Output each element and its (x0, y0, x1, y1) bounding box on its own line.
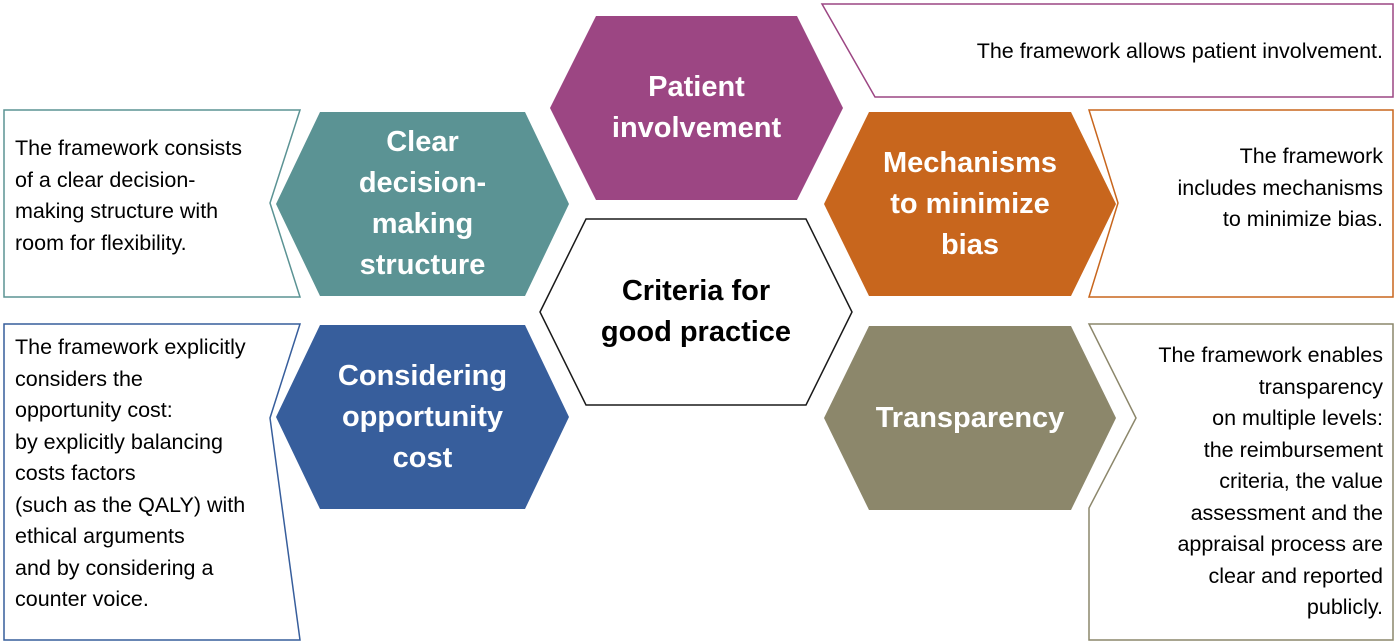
transparency-description: The framework enables transparency on mu… (1158, 343, 1383, 619)
patient-description-box (820, 3, 1394, 98)
opportunity-hexagon (276, 325, 569, 509)
clear-label: Clear decision- making structure (358, 126, 487, 281)
mechanisms-label: Mechanisms to minimize bias (882, 146, 1058, 261)
mechanisms-description-box (1087, 109, 1394, 298)
clear-description-box (3, 109, 302, 298)
mechanisms-hexagon (824, 112, 1116, 296)
opportunity-description-box (3, 323, 302, 641)
patient-label: Patient involvement (611, 71, 782, 144)
transparency-hexagon (824, 326, 1116, 510)
patient-description: The framework allows patient involvement… (976, 39, 1383, 63)
mechanisms-description: The framework includes mechanisms to min… (1177, 144, 1383, 231)
clear-hexagon (276, 112, 569, 296)
center-hexagon (539, 218, 853, 406)
opportunity-label: Considering opportunity cost (337, 359, 508, 474)
opportunity-description: The framework explicitly considers the o… (15, 335, 246, 611)
center-label: Criteria for good practice (600, 275, 792, 348)
clear-description: The framework consists of a clear decisi… (15, 136, 243, 255)
transparency-description-box (1087, 323, 1394, 641)
patient-hexagon (550, 16, 843, 200)
transparency-label: Transparency (875, 401, 1065, 434)
